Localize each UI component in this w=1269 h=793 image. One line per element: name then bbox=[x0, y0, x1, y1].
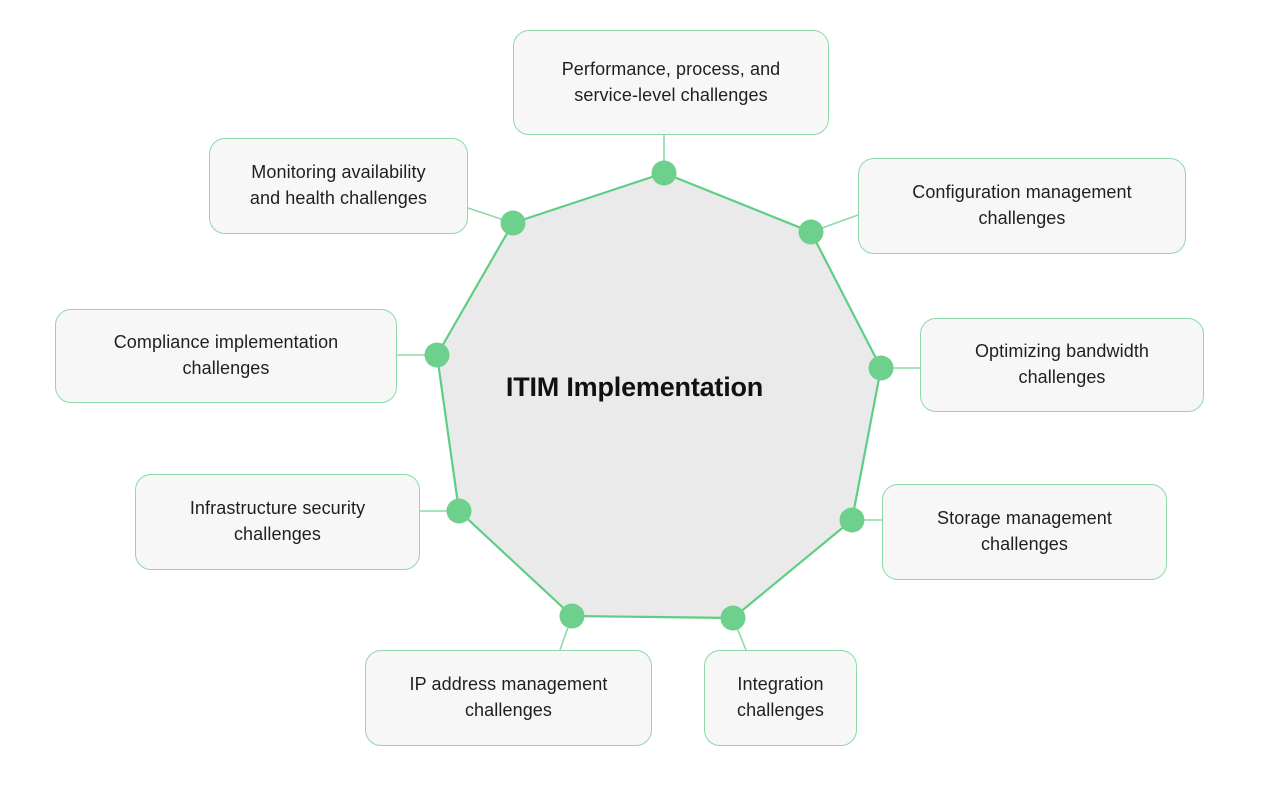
center-polygon bbox=[435, 171, 883, 620]
node-label-compliance-implementation: Compliance implementation challenges bbox=[113, 332, 339, 378]
node-box-optimizing-bandwidth[interactable]: Optimizing bandwidth challenges bbox=[920, 318, 1204, 412]
node-dots bbox=[424, 160, 894, 631]
node-label-ip-address-management: IP address management challenges bbox=[409, 674, 608, 720]
node-dot-ip-address-management[interactable] bbox=[559, 603, 585, 629]
node-label-performance: Performance, process, and service-level … bbox=[561, 58, 781, 105]
node-dot-compliance-implementation[interactable] bbox=[424, 342, 450, 368]
node-box-performance[interactable]: Performance, process, and service-level … bbox=[513, 30, 829, 135]
node-box-infrastructure-security[interactable]: Infrastructure security challenges bbox=[135, 474, 420, 570]
node-label-storage-management: Storage management challenges bbox=[937, 508, 1112, 554]
node-box-storage-management[interactable]: Storage management challenges bbox=[882, 484, 1167, 580]
node-box-configuration-management[interactable]: Configuration management challenges bbox=[858, 158, 1186, 254]
node-dot-performance[interactable] bbox=[651, 160, 677, 186]
node-box-monitoring-availability[interactable]: Monitoring availability and health chall… bbox=[209, 138, 468, 234]
node-box-integration[interactable]: Integration challenges bbox=[704, 650, 857, 746]
node-label-integration: Integration challenges bbox=[736, 674, 825, 720]
node-dot-configuration-management[interactable] bbox=[798, 219, 824, 245]
node-dot-integration[interactable] bbox=[720, 605, 746, 631]
node-dot-monitoring-availability[interactable] bbox=[500, 210, 526, 236]
node-box-compliance-implementation[interactable]: Compliance implementation challenges bbox=[55, 309, 397, 403]
node-label-optimizing-bandwidth: Optimizing bandwidth challenges bbox=[974, 341, 1150, 387]
node-dot-storage-management[interactable] bbox=[839, 507, 865, 533]
node-label-infrastructure-security: Infrastructure security challenges bbox=[189, 498, 366, 544]
node-dot-optimizing-bandwidth[interactable] bbox=[868, 355, 894, 381]
node-box-ip-address-management[interactable]: IP address management challenges bbox=[365, 650, 652, 746]
node-label-configuration-management: Configuration management challenges bbox=[912, 182, 1132, 228]
node-label-monitoring-availability: Monitoring availability and health chall… bbox=[249, 162, 428, 208]
node-dot-infrastructure-security[interactable] bbox=[446, 498, 472, 524]
